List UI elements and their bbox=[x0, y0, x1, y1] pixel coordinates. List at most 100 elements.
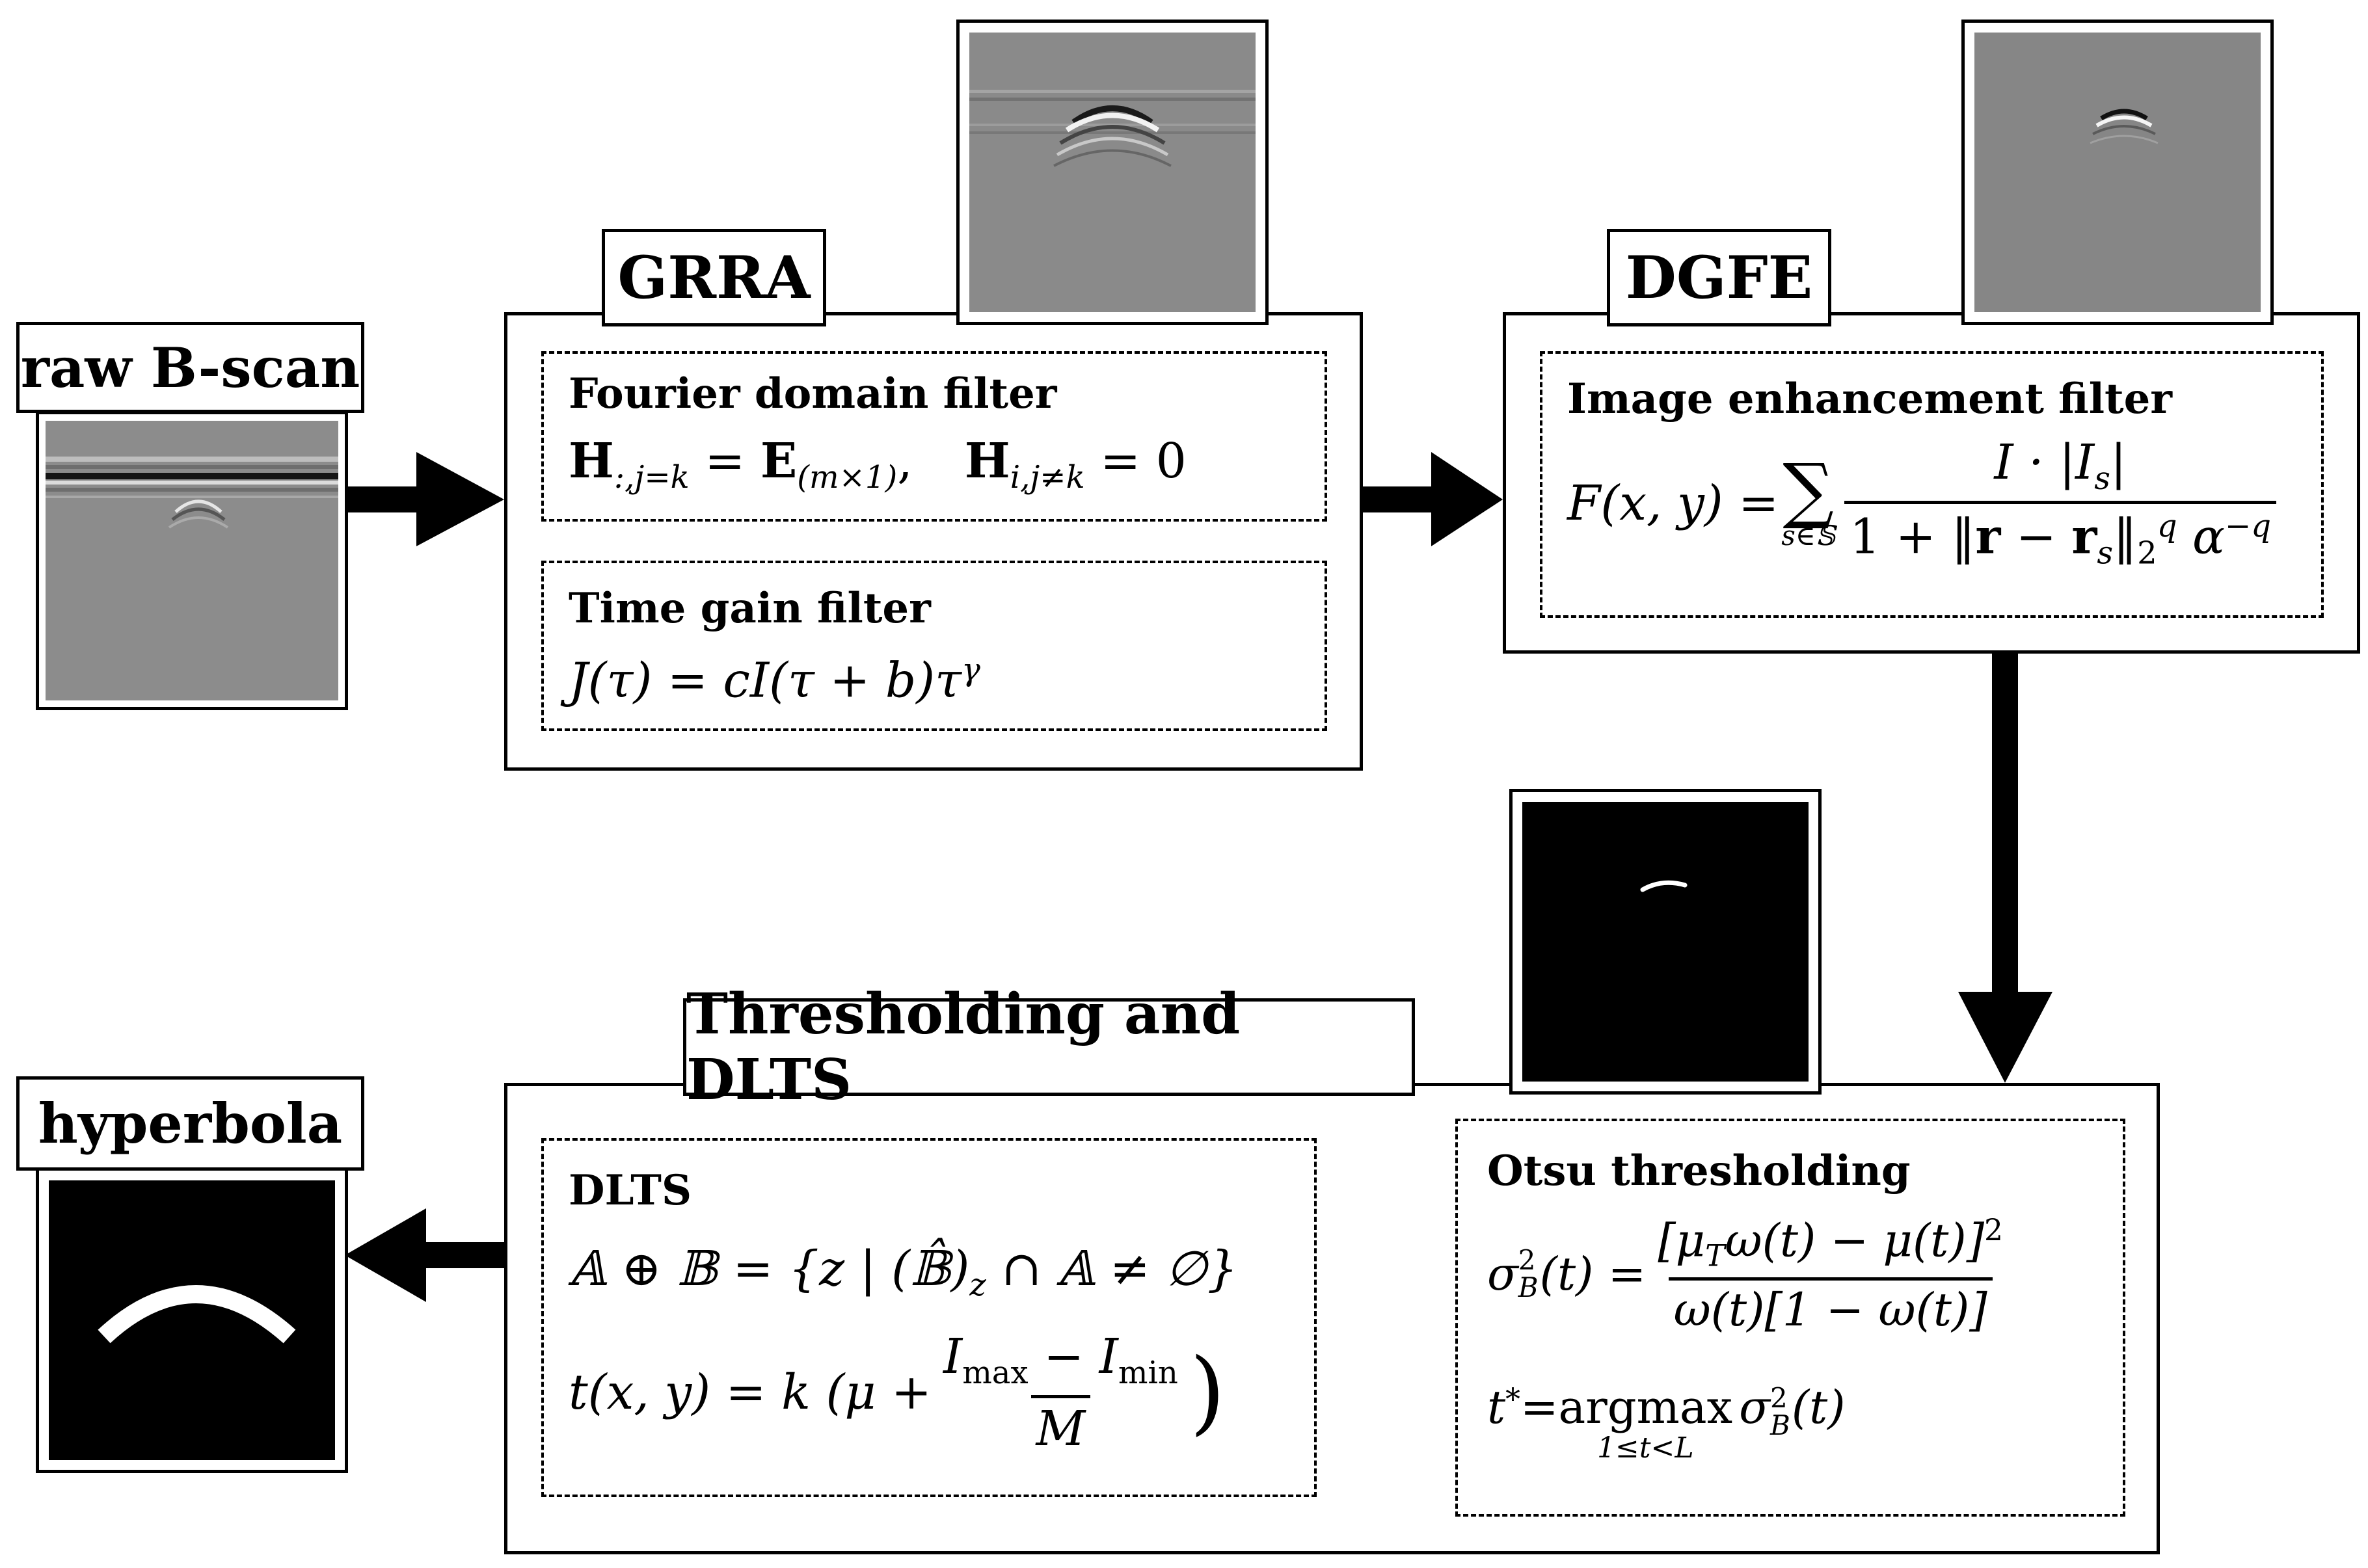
otsu-t-sup: * bbox=[1505, 1382, 1520, 1416]
enh-num-sub: s bbox=[2094, 460, 2110, 497]
dlts-eq2-lhs: t(x, y) = k (μ + bbox=[569, 1364, 932, 1421]
time-gain-filter-label: Time gain filter bbox=[569, 584, 931, 633]
dlts-box: DLTS 𝔸 ⊕ 𝔹 = {z | (𝔹̂)z ∩ 𝔸 ≠ ∅} t(x, y)… bbox=[541, 1138, 1317, 1497]
enh-lhs: F(x, y) = bbox=[1567, 475, 1779, 532]
fourier-filter-label: Fourier domain filter bbox=[569, 369, 1057, 418]
enh-den-a: 1 + ‖ bbox=[1850, 509, 1976, 565]
dgfe-panel bbox=[1503, 312, 2360, 654]
dlts-numerator: Imax − Imin bbox=[938, 1333, 1183, 1395]
arrow-raw-to-grra bbox=[345, 452, 504, 546]
otsu-argmax-sub: 1≤t<L bbox=[1597, 1431, 1694, 1465]
grra-label: GRRA bbox=[602, 229, 826, 326]
hyperbola-output-image bbox=[49, 1180, 335, 1460]
otsu-lhs-end: (t) = bbox=[1539, 1247, 1647, 1301]
enh-den-norm: ‖ bbox=[2113, 509, 2138, 565]
enh-den-norm-sub: 2 bbox=[2137, 535, 2157, 572]
otsu-label: Otsu thresholding bbox=[1487, 1147, 1911, 1195]
dlts-threshold-equation: t(x, y) = k (μ + Imax − Imin M ) bbox=[569, 1333, 1225, 1453]
threshold-output-image bbox=[1522, 802, 1809, 1082]
enh-denominator: 1 + ‖r − rs‖2q α−q bbox=[1844, 500, 2277, 572]
arrow-threshold-to-hyperbola bbox=[345, 1208, 504, 1302]
grra-title: GRRA bbox=[617, 243, 811, 312]
otsu-num-end: ω(t) − μ(t)] bbox=[1725, 1214, 1985, 1268]
otsu-t-eq: = bbox=[1520, 1381, 1559, 1434]
eq-E-sub: (m×1) bbox=[797, 458, 898, 496]
time-gain-equation: J(τ) = cI(τ + b)τγ bbox=[569, 654, 980, 705]
dlts-eq1-sub: z bbox=[969, 1266, 986, 1303]
dlts-label: DLTS bbox=[569, 1166, 692, 1215]
otsu-numerator: [μTω(t) − μ(t)]2 bbox=[1652, 1216, 2008, 1277]
hyperbola-image-frame bbox=[36, 1167, 348, 1473]
enh-numerator: I · |Is| bbox=[1989, 438, 2132, 501]
image-enhancement-label: Image enhancement filter bbox=[1567, 375, 2172, 423]
time-gain-eq-sup: γ bbox=[962, 652, 980, 688]
eq-comma: , bbox=[897, 433, 913, 489]
dlts-denominator: M bbox=[1030, 1394, 1091, 1453]
enh-num-end: | bbox=[2110, 434, 2127, 490]
grra-image-frame bbox=[956, 20, 1269, 325]
enh-den-alpha: α bbox=[2177, 509, 2225, 565]
dgfe-label: DGFE bbox=[1607, 229, 1831, 326]
time-gain-eq: J(τ) = cI(τ + b)τ bbox=[569, 652, 962, 709]
enh-den-alpha-sup: −q bbox=[2224, 507, 2272, 544]
fourier-filter-equation: H:,j=k = E(m×1),Hi,j≠k = 0 bbox=[569, 437, 1187, 493]
eq-H2-sub: i,j≠k bbox=[1010, 458, 1085, 496]
threshold-label: Thresholding and DLTS bbox=[683, 981, 1415, 1113]
raw-bscan-image bbox=[46, 421, 338, 700]
otsu-num: [μ bbox=[1658, 1214, 1706, 1268]
raw-bscan-label: raw B-scan bbox=[16, 322, 364, 413]
dlts-num-sub-min: min bbox=[1118, 1354, 1178, 1391]
enh-den-norm-sup: q bbox=[2157, 507, 2177, 544]
otsu-sigma-2-sub: B bbox=[1769, 1409, 1790, 1441]
otsu-sigma-sub: B bbox=[1518, 1271, 1539, 1303]
arrow-grra-to-dgfe bbox=[1361, 452, 1503, 546]
otsu-num-sub: T bbox=[1705, 1238, 1725, 1273]
enh-sum-sub: s∈𝕊 bbox=[1781, 519, 1836, 551]
dlts-eq1: 𝔸 ⊕ 𝔹 = {z | (𝔹̂) bbox=[569, 1241, 970, 1297]
threshold-panel bbox=[504, 1083, 2160, 1554]
dgfe-output-image bbox=[1974, 33, 2261, 312]
raw-bscan-image-frame bbox=[36, 411, 348, 710]
grra-panel bbox=[504, 312, 1363, 771]
enh-den-r: r bbox=[1975, 509, 2001, 565]
dlts-fraction: Imax − Imin M bbox=[938, 1333, 1183, 1453]
enh-den-rs: r bbox=[2071, 509, 2097, 565]
hyperbola-title: hyperbola bbox=[38, 1091, 343, 1156]
eq-equals-1: = bbox=[689, 433, 760, 489]
arrow-dgfe-to-threshold bbox=[1958, 654, 2052, 1083]
dlts-num-mid: − I bbox=[1028, 1329, 1118, 1385]
enh-sum-sign: ∑ bbox=[1783, 447, 1834, 531]
image-enhancement-equation: F(x, y) = ∑ s∈𝕊 I · |Is| 1 + ‖r − rs‖2q … bbox=[1567, 438, 2283, 568]
eq-H1: H bbox=[569, 433, 614, 489]
image-enhancement-box: Image enhancement filter F(x, y) = ∑ s∈𝕊… bbox=[1540, 351, 2324, 618]
fourier-filter-box: Fourier domain filter H:,j=k = E(m×1),Hi… bbox=[541, 351, 1327, 522]
otsu-sigma-2: σ bbox=[1739, 1381, 1770, 1434]
otsu-t-rhs: (t) bbox=[1791, 1381, 1846, 1434]
enh-den-minus: − bbox=[2000, 509, 2072, 565]
dlts-dilation-equation: 𝔸 ⊕ 𝔹 = {z | (𝔹̂)z ∩ 𝔸 ≠ ∅} bbox=[569, 1245, 1238, 1301]
enh-sum: ∑ s∈𝕊 bbox=[1781, 447, 1836, 551]
eq-equals-zero: = 0 bbox=[1084, 433, 1187, 489]
otsu-num-sup: 2 bbox=[1984, 1213, 2003, 1247]
otsu-sigma-2-sup: 2 bbox=[1769, 1382, 1788, 1414]
eq-H1-sub: :,j=k bbox=[613, 458, 690, 496]
otsu-argmax-word: argmax bbox=[1558, 1381, 1733, 1434]
hyperbola-label: hyperbola bbox=[16, 1076, 364, 1171]
otsu-sigma: σ bbox=[1487, 1247, 1518, 1301]
dlts-num-i: I bbox=[943, 1329, 963, 1385]
threshold-image-frame bbox=[1509, 789, 1822, 1095]
enh-den-rs-sub: s bbox=[2097, 535, 2114, 572]
time-gain-filter-box: Time gain filter J(τ) = cI(τ + b)τγ bbox=[541, 561, 1327, 731]
otsu-argmax: argmax 1≤t<L bbox=[1559, 1385, 1733, 1463]
dgfe-image-frame bbox=[1961, 20, 2274, 325]
grra-output-image bbox=[969, 33, 1256, 312]
enh-num: I · |I bbox=[1994, 434, 2095, 490]
enh-fraction: I · |Is| 1 + ‖r − rs‖2q α−q bbox=[1844, 438, 2277, 572]
threshold-title: Thresholding and DLTS bbox=[686, 981, 1241, 1113]
otsu-sigma-sup: 2 bbox=[1518, 1243, 1536, 1276]
